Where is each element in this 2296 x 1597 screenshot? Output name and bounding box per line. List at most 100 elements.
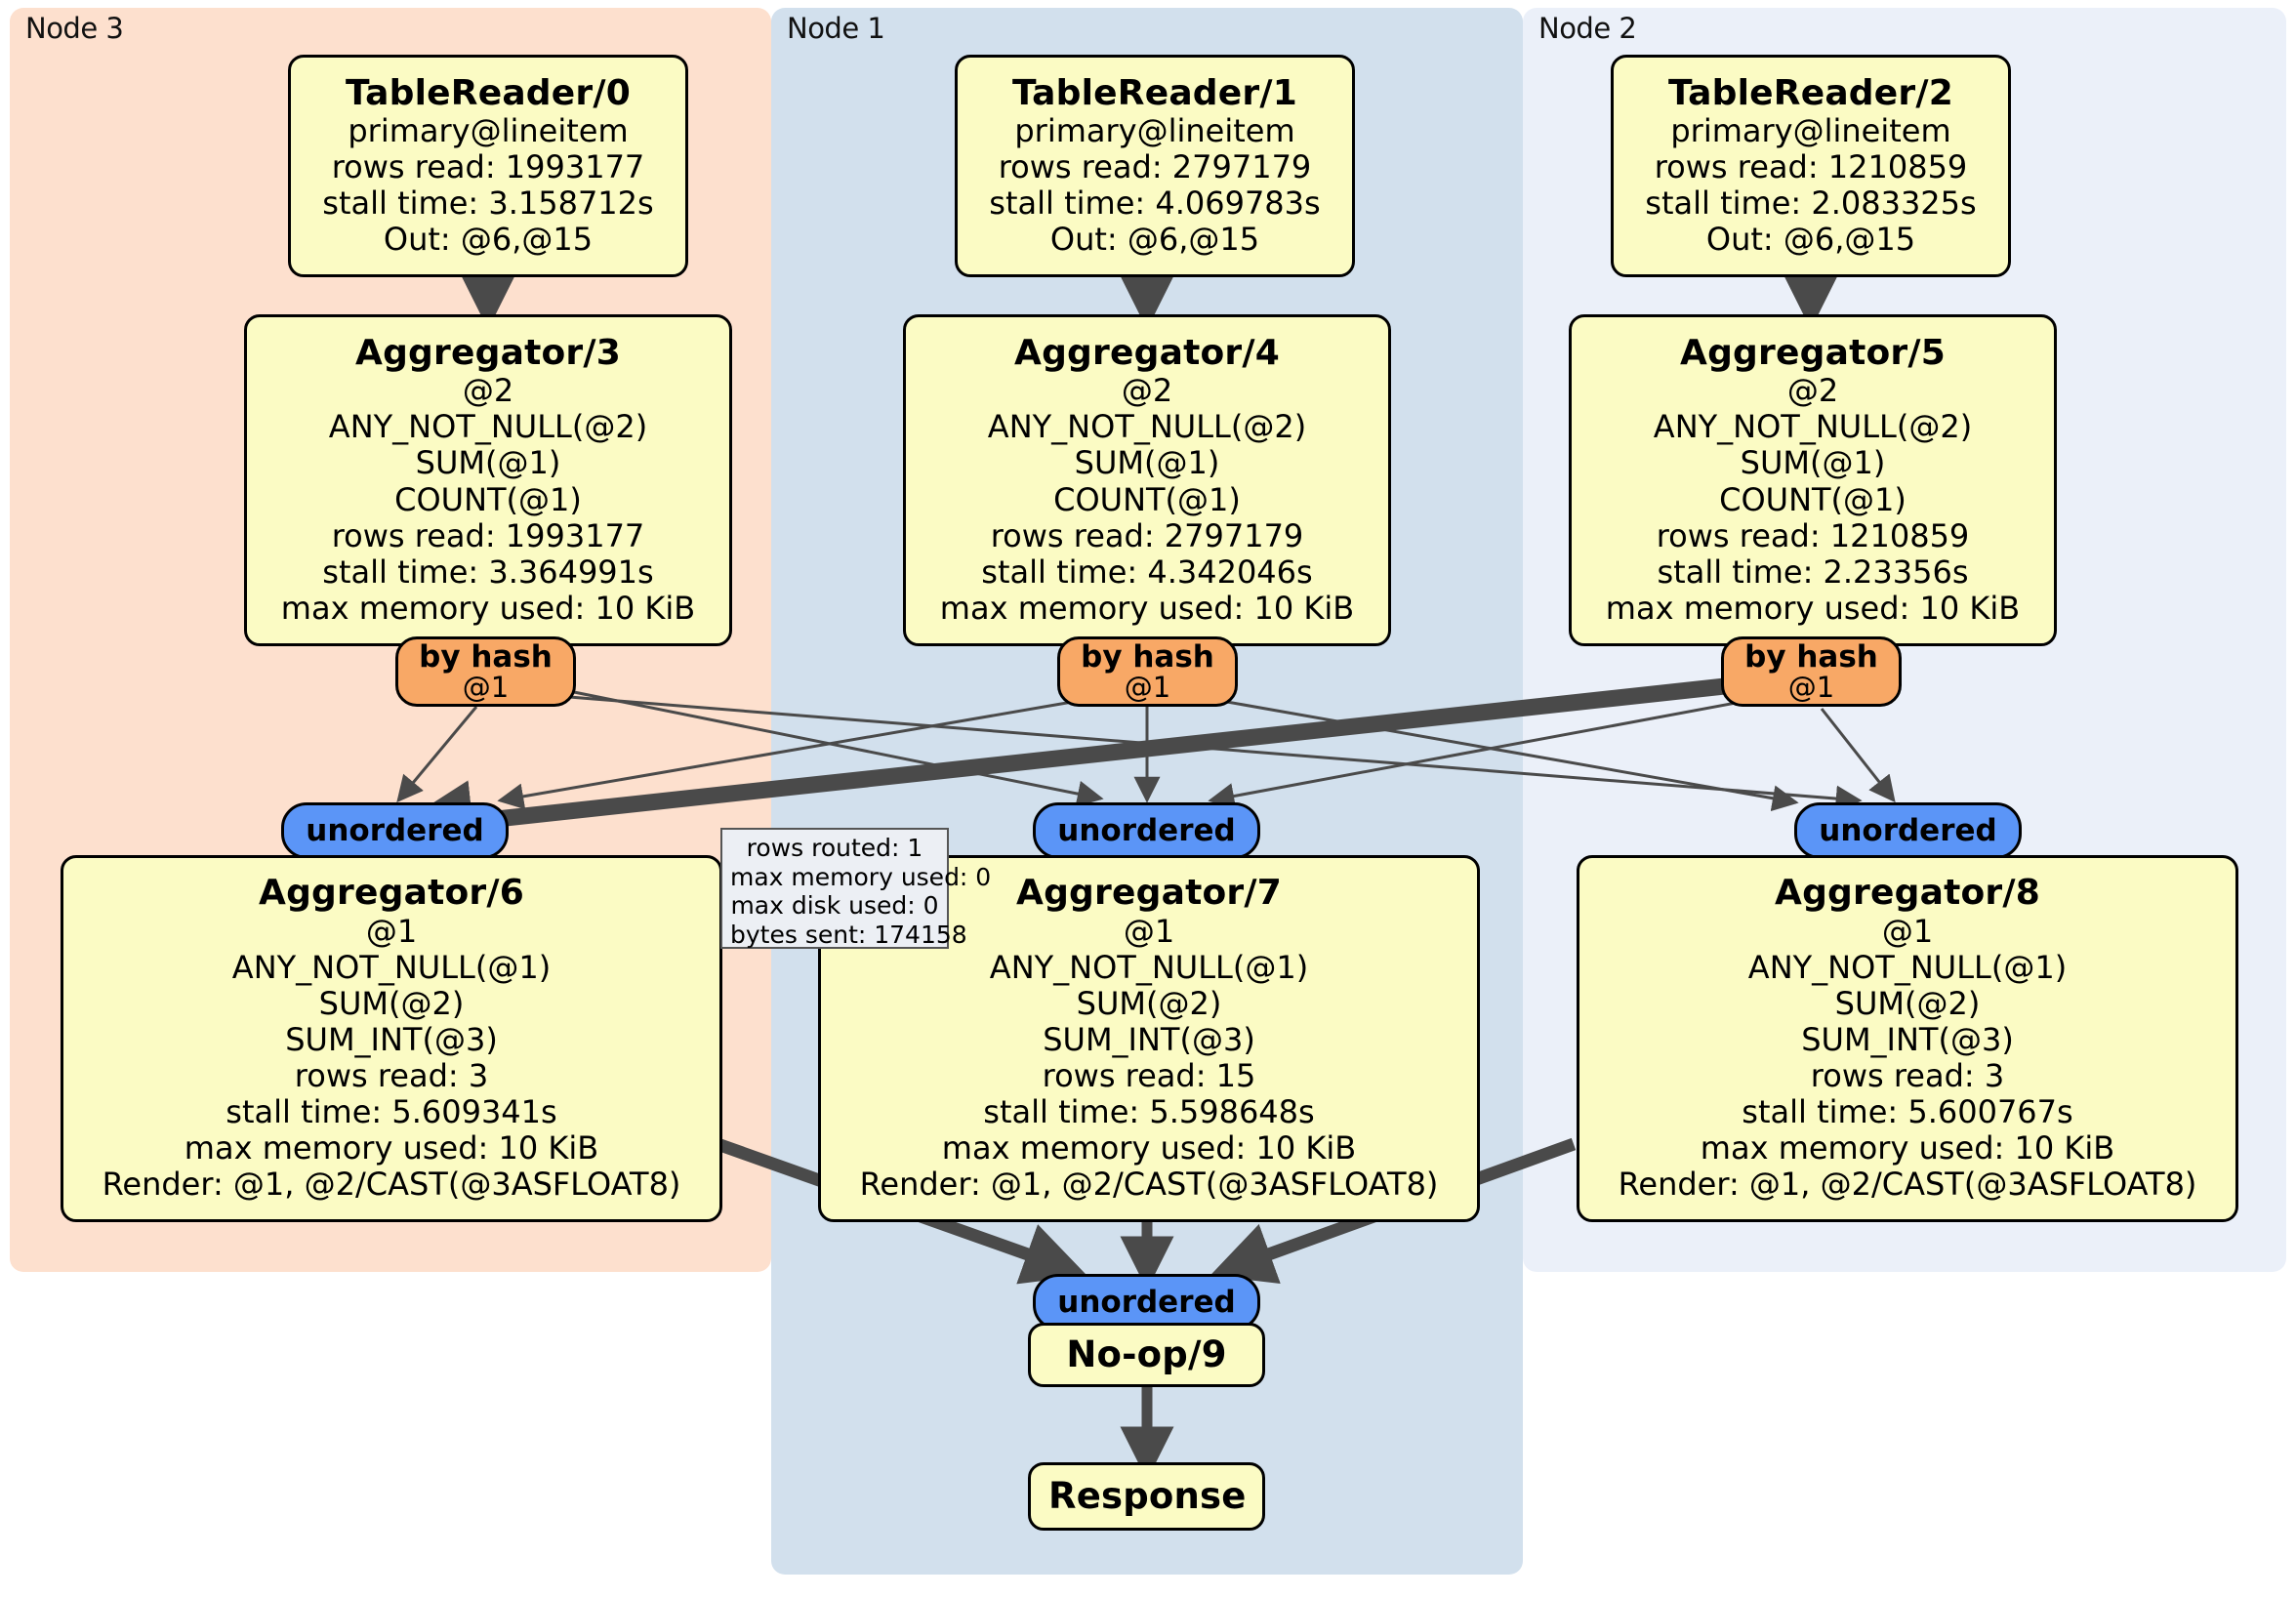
unordered-router-node2[interactable]: unordered xyxy=(1794,802,2022,859)
aggregator-6-title: Aggregator/6 xyxy=(259,873,524,914)
aggregator-5-agg-3: COUNT(@1) xyxy=(1719,480,1906,518)
no-op-9-node[interactable]: No-op/9 xyxy=(1028,1323,1265,1387)
aggregator-4-max-memory: max memory used: 10 KiB xyxy=(939,589,1355,627)
table-reader-1-rows-read: rows read: 2797179 xyxy=(998,148,1312,186)
aggregator-6-stall-time: stall time: 5.609341s xyxy=(226,1093,557,1131)
no-op-9-title: No-op/9 xyxy=(1066,1333,1227,1376)
aggregator-3-agg-3: COUNT(@1) xyxy=(394,480,582,518)
table-reader-1-table: primary@lineitem xyxy=(1014,111,1295,149)
aggregator-7-agg-3: SUM_INT(@3) xyxy=(1043,1021,1255,1059)
aggregator-5-title: Aggregator/5 xyxy=(1680,332,1946,373)
aggregator-7-rows-read: rows read: 15 xyxy=(1042,1057,1256,1095)
aggregator-7-title: Aggregator/7 xyxy=(1016,873,1282,914)
aggregator-8-agg-2: SUM(@2) xyxy=(1834,984,1981,1022)
aggregator-8-rows-read: rows read: 3 xyxy=(1810,1057,2005,1095)
aggregator-6-node[interactable]: Aggregator/6 @1 ANY_NOT_NULL(@1) SUM(@2)… xyxy=(61,855,722,1222)
aggregator-5-group-col: @2 xyxy=(1786,372,1839,410)
aggregator-3-node[interactable]: Aggregator/3 @2 ANY_NOT_NULL(@2) SUM(@1)… xyxy=(244,314,732,646)
aggregator-3-rows-read: rows read: 1993177 xyxy=(331,516,645,554)
cluster-label-node2: Node 2 xyxy=(1538,12,1637,45)
aggregator-3-max-memory: max memory used: 10 KiB xyxy=(280,589,696,627)
aggregator-6-agg-1: ANY_NOT_NULL(@1) xyxy=(231,948,552,986)
hash-router-node2-column: @1 xyxy=(1787,671,1835,705)
aggregator-3-agg-2: SUM(@1) xyxy=(415,444,561,482)
aggregator-7-stall-time: stall time: 5.598648s xyxy=(983,1093,1315,1131)
table-reader-2-table: primary@lineitem xyxy=(1670,111,1951,149)
unordered-router-node2-label: unordered xyxy=(1819,812,1997,848)
aggregator-8-stall-time: stall time: 5.600767s xyxy=(1742,1093,2073,1131)
aggregator-7-max-memory: max memory used: 10 KiB xyxy=(941,1129,1357,1167)
aggregator-3-agg-1: ANY_NOT_NULL(@2) xyxy=(328,408,648,446)
aggregator-8-render: Render: @1, @2/CAST(@3ASFLOAT8) xyxy=(1618,1166,2197,1204)
aggregator-4-agg-1: ANY_NOT_NULL(@2) xyxy=(987,408,1307,446)
table-reader-2-rows-read: rows read: 1210859 xyxy=(1654,148,1968,186)
stats-bytes-sent: bytes sent: 174158 xyxy=(730,920,967,949)
aggregator-7-agg-1: ANY_NOT_NULL(@1) xyxy=(989,948,1309,986)
aggregator-5-stall-time: stall time: 2.23356s xyxy=(1657,553,1969,591)
aggregator-6-group-col: @1 xyxy=(365,912,418,950)
aggregator-3-group-col: @2 xyxy=(462,372,514,410)
aggregator-8-agg-3: SUM_INT(@3) xyxy=(1801,1021,2014,1059)
table-reader-0-stall-time: stall time: 3.158712s xyxy=(322,184,654,223)
aggregator-8-max-memory: max memory used: 10 KiB xyxy=(1700,1129,2115,1167)
response-title: Response xyxy=(1048,1475,1247,1518)
table-reader-1-node[interactable]: TableReader/1 primary@lineitem rows read… xyxy=(955,55,1355,277)
cluster-label-node3: Node 3 xyxy=(25,12,124,45)
response-node[interactable]: Response xyxy=(1028,1462,1265,1531)
final-unordered-router-label: unordered xyxy=(1057,1284,1236,1320)
aggregator-8-title: Aggregator/8 xyxy=(1775,873,2040,914)
cluster-label-node1: Node 1 xyxy=(787,12,885,45)
aggregator-8-group-col: @1 xyxy=(1881,912,1934,950)
aggregator-7-group-col: @1 xyxy=(1123,912,1175,950)
aggregator-4-rows-read: rows read: 2797179 xyxy=(990,516,1304,554)
aggregator-4-agg-2: SUM(@1) xyxy=(1074,444,1220,482)
table-reader-0-title: TableReader/0 xyxy=(346,72,631,113)
table-reader-2-out: Out: @6,@15 xyxy=(1705,221,1916,259)
aggregator-8-node[interactable]: Aggregator/8 @1 ANY_NOT_NULL(@1) SUM(@2)… xyxy=(1577,855,2238,1222)
table-reader-0-table: primary@lineitem xyxy=(348,111,629,149)
unordered-router-node1-label: unordered xyxy=(1057,812,1236,848)
aggregator-4-group-col: @2 xyxy=(1121,372,1173,410)
hash-router-node1[interactable]: by hash @1 xyxy=(1057,636,1238,707)
table-reader-1-out: Out: @6,@15 xyxy=(1049,221,1260,259)
table-reader-0-node[interactable]: TableReader/0 primary@lineitem rows read… xyxy=(288,55,688,277)
unordered-router-node3-label: unordered xyxy=(306,812,484,848)
unordered-router-node3[interactable]: unordered xyxy=(281,802,509,859)
hash-router-node1-label: by hash xyxy=(1081,638,1214,675)
hash-router-node3-column: @1 xyxy=(462,671,510,705)
aggregator-5-node[interactable]: Aggregator/5 @2 ANY_NOT_NULL(@2) SUM(@1)… xyxy=(1569,314,2057,646)
stats-max-memory-used: max memory used: 0 xyxy=(730,862,992,891)
hash-router-node2-label: by hash xyxy=(1744,638,1878,675)
aggregator-5-rows-read: rows read: 1210859 xyxy=(1656,516,1970,554)
table-reader-0-rows-read: rows read: 1993177 xyxy=(331,148,645,186)
hash-router-node3-label: by hash xyxy=(419,638,553,675)
aggregator-8-agg-1: ANY_NOT_NULL(@1) xyxy=(1747,948,2068,986)
aggregator-7-agg-2: SUM(@2) xyxy=(1076,984,1222,1022)
table-reader-1-stall-time: stall time: 4.069783s xyxy=(989,184,1321,223)
aggregator-5-agg-2: SUM(@1) xyxy=(1740,444,1886,482)
table-reader-0-out: Out: @6,@15 xyxy=(383,221,594,259)
aggregator-6-max-memory: max memory used: 10 KiB xyxy=(184,1129,599,1167)
aggregator-6-agg-3: SUM_INT(@3) xyxy=(285,1021,498,1059)
aggregator-4-title: Aggregator/4 xyxy=(1014,332,1280,373)
aggregator-5-max-memory: max memory used: 10 KiB xyxy=(1605,589,2021,627)
aggregator-6-render: Render: @1, @2/CAST(@3ASFLOAT8) xyxy=(102,1166,681,1204)
aggregator-3-title: Aggregator/3 xyxy=(355,332,621,373)
routing-stats-box: rows routed: 1 max memory used: 0 max di… xyxy=(720,828,992,949)
aggregator-4-agg-3: COUNT(@1) xyxy=(1053,480,1241,518)
hash-router-node1-column: @1 xyxy=(1124,671,1171,705)
aggregator-4-node[interactable]: Aggregator/4 @2 ANY_NOT_NULL(@2) SUM(@1)… xyxy=(903,314,1391,646)
stats-rows-routed: rows routed: 1 xyxy=(746,834,923,862)
aggregator-6-agg-2: SUM(@2) xyxy=(318,984,465,1022)
hash-router-node2[interactable]: by hash @1 xyxy=(1721,636,1902,707)
aggregator-3-stall-time: stall time: 3.364991s xyxy=(322,553,654,591)
table-reader-2-node[interactable]: TableReader/2 primary@lineitem rows read… xyxy=(1611,55,2011,277)
unordered-router-node1[interactable]: unordered xyxy=(1033,802,1260,859)
table-reader-1-title: TableReader/1 xyxy=(1012,72,1297,113)
aggregator-5-agg-1: ANY_NOT_NULL(@2) xyxy=(1653,408,1973,446)
hash-router-node3[interactable]: by hash @1 xyxy=(395,636,576,707)
table-reader-2-stall-time: stall time: 2.083325s xyxy=(1645,184,1977,223)
aggregator-6-rows-read: rows read: 3 xyxy=(294,1057,489,1095)
table-reader-2-title: TableReader/2 xyxy=(1668,72,1953,113)
